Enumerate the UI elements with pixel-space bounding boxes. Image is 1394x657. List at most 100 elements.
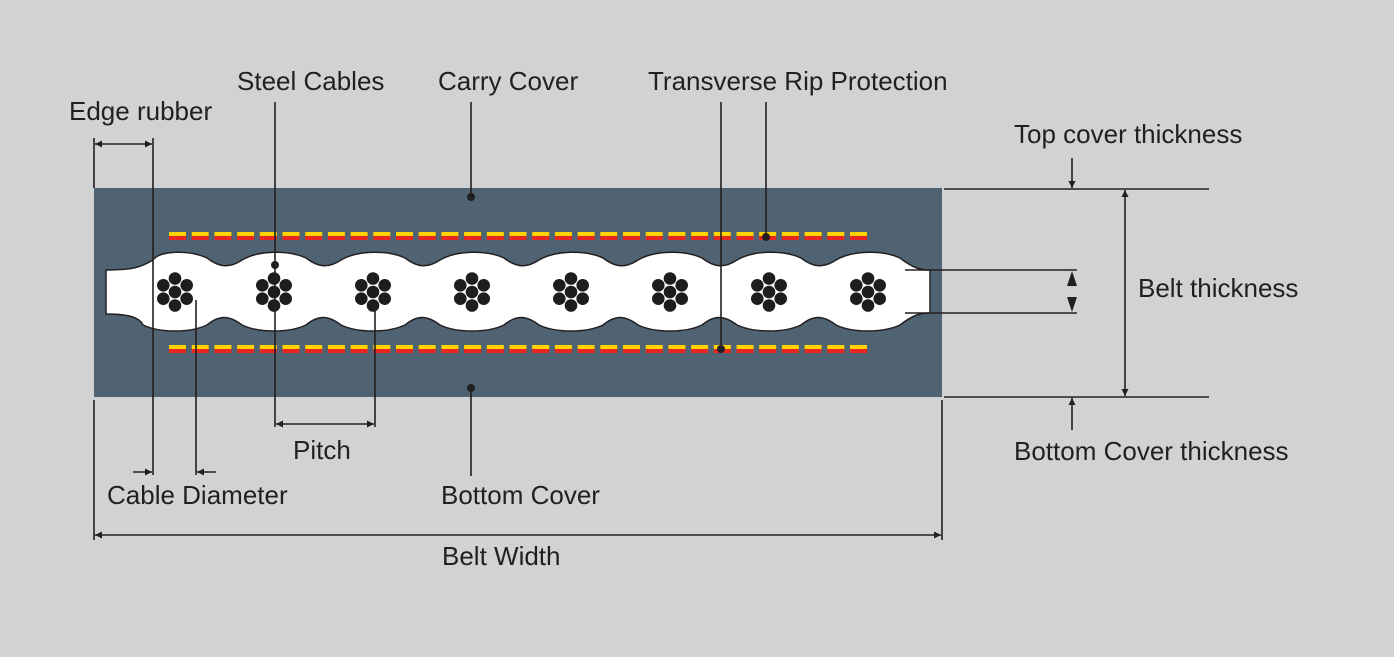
rip-dash-red	[713, 236, 731, 240]
rip-dash-red	[169, 236, 186, 240]
rip-dash-yellow	[804, 232, 822, 236]
cable-strand	[564, 298, 578, 313]
cable-strand	[168, 271, 182, 286]
cable-strand	[377, 278, 392, 293]
cable-strand	[849, 278, 864, 293]
rip-dash-red	[623, 349, 640, 353]
rip-dash-red	[554, 349, 572, 353]
bottom-cover-leader-dot	[467, 384, 475, 392]
rip-dash-yellow	[327, 232, 345, 236]
cable-strand	[465, 298, 479, 313]
cable-strand	[674, 278, 689, 293]
cable-strand	[465, 285, 479, 299]
rip-dash-red	[691, 349, 709, 353]
rip-dash-yellow	[418, 232, 436, 236]
cable-strand	[552, 291, 567, 306]
rip-dash-red	[532, 349, 550, 353]
rip-dash-yellow	[373, 345, 391, 349]
rip-dash-red	[327, 349, 345, 353]
steel-cable	[750, 271, 788, 313]
belt-width-label: Belt Width	[442, 541, 561, 571]
cable-strand	[278, 291, 293, 306]
cable-strand	[773, 291, 788, 306]
top-cover-thickness-label: Top cover thickness	[1014, 119, 1242, 149]
cable-strand	[575, 291, 590, 306]
rip-dash-red	[600, 349, 618, 353]
rip-dash-red	[668, 236, 686, 240]
rip-dash-yellow	[486, 232, 504, 236]
cable-strand	[861, 271, 875, 286]
rip-dash-red	[827, 236, 845, 240]
rip-dash-yellow	[259, 345, 277, 349]
cable-strand	[377, 291, 392, 306]
rip-dash-red	[759, 349, 777, 353]
rip-dash-yellow	[350, 345, 368, 349]
cable-strand	[651, 278, 666, 293]
cable-strand	[366, 298, 380, 313]
cable-strand	[179, 278, 194, 293]
steel-cable	[354, 271, 392, 313]
rip-dash-red	[691, 236, 709, 240]
cable-strand	[575, 278, 590, 293]
rip-dash-yellow	[464, 232, 482, 236]
rip-dash-yellow	[396, 345, 413, 349]
rip-dash-yellow	[191, 232, 209, 236]
rip-dash-yellow	[191, 345, 209, 349]
rip-dash-red	[804, 349, 822, 353]
rip-dash-yellow	[373, 232, 391, 236]
cable-strand	[861, 298, 875, 313]
cable-strand	[651, 291, 666, 306]
core-thickness-arrow-up	[1067, 271, 1077, 286]
cable-strand	[872, 291, 887, 306]
rip-dash-yellow	[850, 232, 867, 236]
rip-dash-red	[214, 349, 232, 353]
rip-dash-yellow	[850, 345, 867, 349]
steel-cable	[255, 271, 293, 313]
rip-dash-red	[259, 236, 277, 240]
rip-dash-yellow	[237, 232, 255, 236]
transverse-rip-protection-label: Transverse Rip Protection	[648, 66, 948, 96]
rip-dash-yellow	[350, 232, 368, 236]
rip-protection-leader-bottom-dot	[717, 345, 725, 353]
rip-dash-yellow	[532, 232, 550, 236]
rip-dash-yellow	[827, 232, 845, 236]
rip-dash-yellow	[532, 345, 550, 349]
rip-dash-red	[781, 349, 799, 353]
rip-dash-yellow	[623, 232, 640, 236]
rip-dash-yellow	[577, 232, 595, 236]
cable-strand	[267, 271, 281, 286]
rip-dash-yellow	[554, 345, 572, 349]
cable-strand	[267, 285, 281, 299]
rip-dash-yellow	[509, 345, 527, 349]
rip-dash-red	[305, 236, 323, 240]
cable-strand	[552, 278, 567, 293]
rip-dash-red	[282, 349, 300, 353]
rip-dash-yellow	[645, 345, 663, 349]
rip-dash-red	[373, 349, 391, 353]
rip-dash-yellow	[600, 345, 618, 349]
cable-strand	[762, 285, 776, 299]
rip-dash-yellow	[214, 345, 232, 349]
rip-dash-red	[486, 349, 504, 353]
belt-thickness-label: Belt thickness	[1138, 273, 1298, 303]
cable-strand	[564, 285, 578, 299]
rip-dash-yellow	[713, 232, 731, 236]
edge-rubber-label: Edge rubber	[69, 96, 212, 126]
rip-dash-red	[191, 236, 209, 240]
rip-dash-yellow	[486, 345, 504, 349]
rip-dash-yellow	[554, 232, 572, 236]
transverse-rip-protection-top	[169, 232, 867, 240]
rip-dash-red	[600, 236, 618, 240]
steel-cables-label: Steel Cables	[237, 66, 384, 96]
rip-dash-red	[645, 349, 663, 353]
cable-strand	[267, 298, 281, 313]
rip-dash-red	[441, 349, 459, 353]
rip-dash-red	[373, 236, 391, 240]
cable-strand	[663, 271, 677, 286]
rip-dash-yellow	[441, 232, 459, 236]
cable-strand	[476, 291, 491, 306]
cable-strand	[366, 271, 380, 286]
rip-dash-yellow	[691, 345, 709, 349]
rip-dash-red	[305, 349, 323, 353]
cable-strand	[278, 278, 293, 293]
